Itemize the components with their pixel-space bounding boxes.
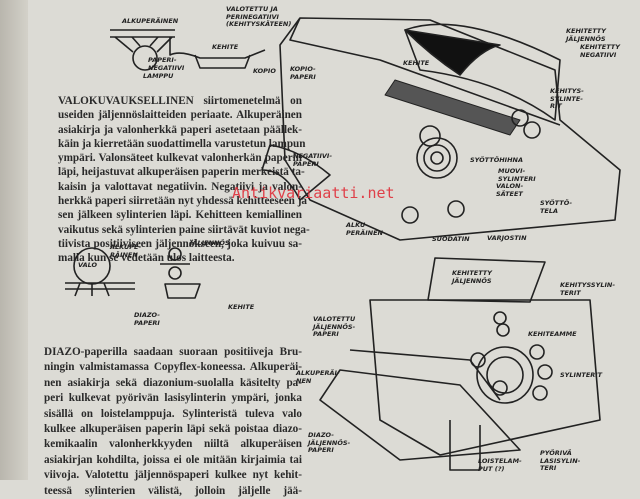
label-original: ALKUPERÄI-NEN — [296, 369, 340, 385]
text-line: malla kun se vedetään ulos laitteesta. — [58, 252, 235, 265]
illustration-copyflex-machine — [319, 257, 601, 471]
text-line: kemikaalin valonherkkyyden niiltä alkupe… — [44, 438, 302, 451]
label-developer: KEHITE — [212, 43, 239, 51]
label-developer-tank: KEHITEAMME — [528, 330, 577, 338]
label-exposed-copy-paper: VALOTETTU JÄLJENNÖS-PAPERI — [313, 315, 356, 338]
watermark: Antikvariaatti.net — [232, 184, 395, 202]
label-filter: SUODATIN — [432, 235, 470, 243]
text-line: tiivista positiiviseen jäljennökseen, jo… — [58, 237, 302, 250]
label-exposed-negative: VALOTETTU JA PERINEGATIIVI (KEHITYSKÄTEE… — [226, 5, 292, 28]
text-line: kulkee alkuperäisen paperin läpi sekä po… — [44, 422, 302, 435]
label-light-rays: VALON-SÄTEET — [496, 182, 524, 198]
text-line: kaisin ja valottavat negatiivin. Negatii… — [58, 180, 302, 193]
schematic-photographic — [110, 29, 266, 71]
label-developed-negative: KEHITETTY NEGATIIVI — [580, 43, 620, 59]
text-line: läpi, heijastuvat alkuperäisen paperin m… — [58, 166, 305, 179]
label-diazo-paper: DIAZO-PAPERI — [134, 311, 160, 327]
paragraph-photographic-method: VALOKUVAUKSELLINEN siirtomenetelmä on us… — [58, 94, 310, 266]
label-lamp: LAMPPU — [143, 72, 174, 80]
label-developing-cylinders: KEHITYS-SYLINTE-RIT — [550, 87, 584, 110]
label-plastic-cylinder: MUOVI-SYLINTERI — [498, 167, 536, 183]
label-fluorescent-lamps: LOISTELAM-PUT (?) — [478, 457, 522, 473]
text-line: ympäri. Valonsäteet kulkevat valonherkän… — [58, 152, 302, 165]
label-developer: KEHITE — [228, 303, 255, 311]
illustrations — [65, 17, 621, 471]
label-original: ALKUPE-RÄINEN — [110, 243, 142, 259]
page-binding-edge — [0, 0, 28, 480]
label-diazo-copy-paper: DIAZO-JÄLJENNÖS-PAPERI — [308, 431, 351, 454]
text-line: useiden jäljennöslaitteiden periaate. Al… — [58, 109, 302, 122]
text-line: asiakirja ja valonherkkä paperi asetetaa… — [58, 123, 302, 136]
label-negative-paper: NEGATIIVI-PAPERI — [293, 152, 333, 168]
label-feed-roller: SYÖTTÖ-TELA — [540, 199, 573, 215]
text-line: sisällä on loistelamppuja. Sylinteristä … — [44, 407, 302, 420]
text-line: käin ja kierretään suodattimella varuste… — [58, 137, 306, 150]
text-line: teessä sylinterien välistä, jolloin jälj… — [44, 484, 302, 497]
text-line: asiakirjan kohdilta, joissa ei ole mitää… — [44, 453, 302, 466]
label-original: ALKU-PERÄINEN — [346, 221, 383, 237]
label-light: VALO — [78, 261, 98, 269]
label-developer: KEHITE — [403, 59, 430, 67]
text-line: nen asiakirja sekä diazonium-suolalla kä… — [44, 376, 302, 389]
label-paper-negative: PAPERI-NEGATIIVI — [148, 56, 185, 72]
text-line: VALOKUVAUKSELLINEN siirtomenetelmä on — [58, 95, 302, 107]
schematic-diazo — [65, 247, 201, 299]
label-developed-copy: KEHITETTY JÄLJENNÖS — [452, 269, 492, 285]
label-copy: KOPIO — [253, 67, 276, 75]
label-copy-paper: KOPIO-PAPERI — [290, 65, 316, 81]
text-line: peri kulkevat pyörivän lasisylinterin ym… — [44, 392, 302, 405]
text-line: DIAZO-paperilla saadaan suoraan positiiv… — [44, 346, 302, 358]
label-copy: JÄLJENNÖS — [190, 239, 230, 247]
text-line: herkkä paperi siirretään nyt yhdessä keh… — [58, 195, 308, 208]
label-original: ALKUPERÄINEN — [122, 17, 179, 25]
label-feed-belt: SYÖTTÖHIHNA — [470, 156, 523, 164]
label-developed-copy: KEHITETTY JÄLJENNÖS — [566, 27, 606, 43]
text-line: vaikutus sekä sylinterien paine siirtävä… — [58, 223, 310, 236]
label-shade: VARJOSTIN — [487, 234, 527, 242]
label-developing-cylinders: KEHITYSSYLIN-TERIT — [560, 281, 616, 297]
text-line: ningin valmistamassa Copyflex-koneessa. … — [44, 361, 302, 374]
text-line: viivoja. Valotettu jäljennöspaperi kulke… — [44, 469, 302, 482]
illustration-photographic-copier — [261, 17, 621, 241]
text-line: sen jälkeen sylinterien läpi. Kehitteen … — [58, 209, 302, 222]
label-cylinders: SYLINTERIT — [560, 371, 603, 379]
label-rotating-glass-cylinder: PYÖRIVÄ LASISYLIN-TERI — [540, 449, 581, 472]
